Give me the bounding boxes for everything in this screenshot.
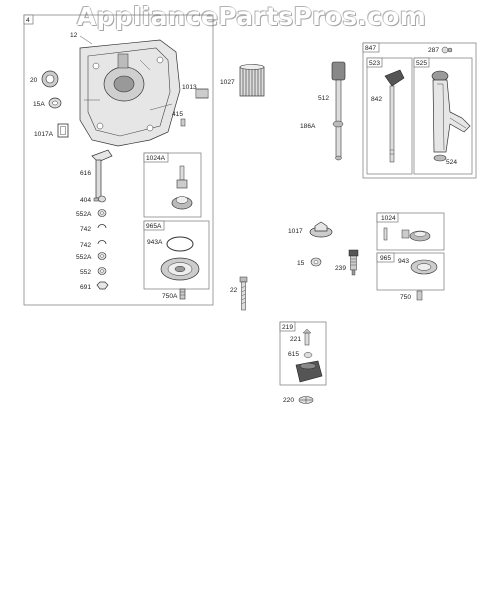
- label-742-1: 742: [80, 226, 91, 233]
- group-525-frame: [413, 57, 473, 175]
- oring-524-part[interactable]: [433, 154, 447, 162]
- group-label-525: 525: [416, 60, 427, 67]
- clip-742-part-1[interactable]: [97, 224, 107, 229]
- label-220: 220: [283, 397, 294, 404]
- label-691: 691: [80, 284, 91, 291]
- group-1024-frame: [376, 212, 445, 251]
- label-943a: 943A: [147, 239, 163, 246]
- group-label-219: 219: [282, 324, 293, 331]
- crankcase-cover-part[interactable]: [79, 39, 181, 147]
- washer-404-part[interactable]: [98, 195, 106, 203]
- washer-552-part[interactable]: [97, 267, 107, 275]
- label-239: 239: [335, 265, 346, 272]
- group-label-523: 523: [369, 60, 380, 67]
- label-1027: 1027: [220, 79, 235, 86]
- bearing-20-part[interactable]: [41, 70, 59, 88]
- screw-750-part[interactable]: [416, 290, 423, 301]
- governor-1024a-part[interactable]: [171, 165, 193, 210]
- label-552a-2: 552A: [76, 254, 92, 261]
- washer-552a-part-2[interactable]: [97, 252, 107, 260]
- label-22: 22: [230, 287, 238, 294]
- label-1017a: 1017A: [34, 131, 54, 138]
- rotor-220-part[interactable]: [298, 396, 314, 404]
- seal-186a-part[interactable]: [332, 120, 344, 128]
- dipstick-523-part[interactable]: [384, 69, 405, 163]
- label-221: 221: [290, 336, 301, 343]
- pin-221-part[interactable]: [302, 328, 312, 346]
- group-523-frame: [366, 57, 413, 175]
- label-552a-1: 552A: [76, 211, 92, 218]
- clip-742-part-2[interactable]: [97, 240, 107, 245]
- bolt-22-part[interactable]: [239, 276, 248, 311]
- shaft-616-part[interactable]: [91, 149, 113, 202]
- label-552: 552: [80, 269, 91, 276]
- label-750: 750: [400, 294, 411, 301]
- label-1017: 1017: [288, 228, 303, 235]
- oring-943a-part[interactable]: [166, 236, 194, 252]
- group-965a-frame: [143, 220, 210, 290]
- group-label-847: 847: [365, 45, 376, 52]
- label-12: 12: [70, 32, 78, 39]
- group-label-965a: 965A: [146, 223, 162, 230]
- label-943: 943: [398, 258, 409, 265]
- group-label-1024: 1024: [381, 215, 396, 222]
- label-742-2: 742: [80, 242, 91, 249]
- group-label-965: 965: [380, 255, 391, 262]
- label-15a: 15A: [33, 101, 45, 108]
- clip-287-part[interactable]: [441, 46, 453, 54]
- cover-1017-part[interactable]: [309, 221, 333, 238]
- sensor-239-part[interactable]: [348, 249, 359, 276]
- gear-965a-part[interactable]: [160, 257, 200, 281]
- seal-15a-part[interactable]: [48, 97, 62, 109]
- label-404: 404: [80, 197, 91, 204]
- label-415: 415: [172, 111, 183, 118]
- washer-615-part[interactable]: [303, 352, 313, 358]
- label-750a: 750A: [162, 293, 178, 300]
- label-1013: 1013: [182, 84, 197, 91]
- gear-965-part[interactable]: [410, 259, 438, 275]
- label-616: 616: [80, 170, 91, 177]
- screw-415-part[interactable]: [180, 118, 186, 127]
- group-label-4: 4: [26, 17, 30, 24]
- fill-tube-525-part[interactable]: [431, 70, 471, 153]
- label-20: 20: [30, 77, 38, 84]
- group-4-frame: 4: [23, 14, 214, 306]
- dipstick-tube-512-part[interactable]: [331, 61, 346, 161]
- label-842: 842: [371, 96, 382, 103]
- label-15: 15: [297, 260, 305, 267]
- gasket-1017a-part[interactable]: [57, 123, 69, 138]
- group-219-frame: [279, 321, 327, 386]
- watermark-text: AppliancePartsPros.com: [76, 2, 427, 31]
- washer-552a-part-1[interactable]: [97, 209, 107, 217]
- group-847-frame: [362, 42, 477, 179]
- label-524: 524: [446, 159, 457, 166]
- governor-1024-part[interactable]: [383, 227, 431, 242]
- group-965-frame: [376, 252, 445, 291]
- pump-219-part[interactable]: [295, 360, 323, 383]
- filter-1013-part[interactable]: [195, 88, 209, 99]
- label-615: 615: [288, 351, 299, 358]
- label-512: 512: [318, 95, 329, 102]
- seal-15-part[interactable]: [310, 257, 322, 267]
- group-label-1024a: 1024A: [146, 155, 166, 162]
- group-1024a-frame: [143, 152, 202, 218]
- label-287: 287: [428, 47, 439, 54]
- label-186a: 186A: [300, 123, 316, 130]
- oil-filter-1027-part[interactable]: [239, 64, 265, 97]
- nut-691-part[interactable]: [96, 281, 109, 290]
- screw-750a-part[interactable]: [179, 288, 186, 300]
